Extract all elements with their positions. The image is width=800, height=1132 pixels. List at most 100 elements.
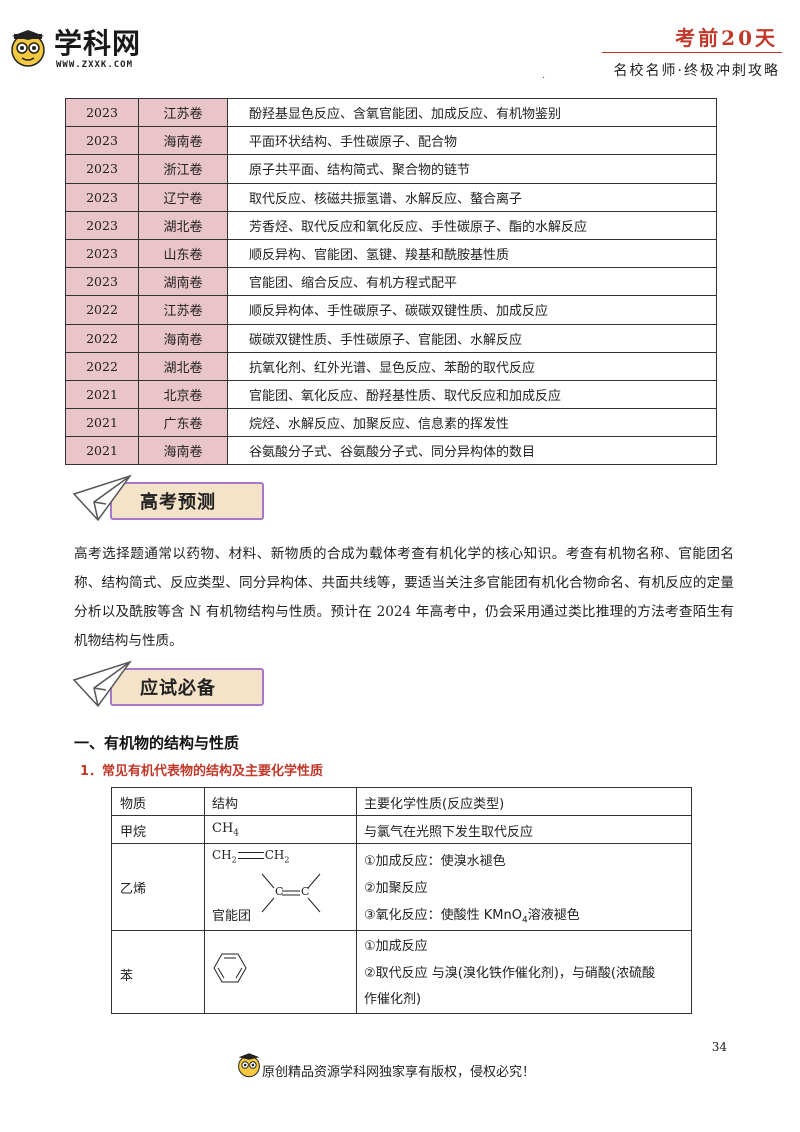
year-cell: 2023 xyxy=(65,182,139,212)
prediction-paragraph: 高考选择题通常以药物、材料、新物质的合成为载体考查有机化学的核心知识。考查有机物… xyxy=(74,546,734,649)
content-cell: 官能团、氧化反应、酚羟基性质、取代反应和加成反应 xyxy=(227,379,717,410)
content-cell: 烷烃、水解反应、加聚反应、信息素的挥发性 xyxy=(227,408,717,438)
logo-url: WWW.ZXXK.COM xyxy=(56,60,134,70)
ethene-property-3: ③氧化反应：使酸性 KMnO4溶液褪色 xyxy=(364,908,580,926)
col-divider xyxy=(356,788,357,1013)
copyright-footer: 原创精品资源学科网独家享有版权，侵权必究！ xyxy=(262,1065,536,1080)
benzene-property-1: ①加成反应 xyxy=(364,939,428,954)
ethene-property-1: ①加成反应：使溴水褪色 xyxy=(364,854,506,869)
double-bond-icon xyxy=(261,873,321,913)
year-cell: 2022 xyxy=(65,351,139,381)
province-cell: 海南卷 xyxy=(138,323,228,353)
year-cell: 2023 xyxy=(65,126,139,156)
content-cell: 芳香烃、取代反应和氧化反应、手性碳原子、酯的水解反应 xyxy=(227,210,717,240)
methane-property: 与氯气在光照下发生取代反应 xyxy=(364,825,534,840)
fg-carbon-2: C xyxy=(301,885,310,898)
province-cell: 江苏卷 xyxy=(138,97,228,128)
row-divider xyxy=(112,930,691,931)
content-cell: 酚羟基显色反应、含氧官能团、加成反应、有机物鉴别 xyxy=(227,97,717,128)
content-cell: 顺反异构、官能团、氢键、羧基和酰胺基性质 xyxy=(227,238,717,269)
year-cell: 2022 xyxy=(65,323,139,353)
content-cell: 谷氨酸分子式、谷氨酸分子式、同分异构体的数目 xyxy=(227,436,717,466)
province-cell: 海南卷 xyxy=(138,436,228,466)
header-dot: . xyxy=(542,70,546,81)
property-table: 物质 结构 主要化学性质(反应类型) 甲烷 CH4 与氯气在光照下发生取代反应 … xyxy=(111,787,692,1014)
province-cell: 江苏卷 xyxy=(138,295,228,325)
banner-box xyxy=(110,482,264,520)
heading-organic-structure: 一、有机物的结构与性质 xyxy=(74,734,240,752)
content-cell: 官能团、缩合反应、有机方程式配平 xyxy=(227,267,717,297)
year-cell: 2021 xyxy=(65,379,139,410)
paper-plane-icon xyxy=(72,474,132,522)
province-cell: 湖北卷 xyxy=(138,351,228,381)
content-cell: 平面环状结构、手性碳原子、配合物 xyxy=(227,126,717,156)
ethene-property-2: ②加聚反应 xyxy=(364,881,428,896)
year-cell: 2022 xyxy=(65,295,139,325)
year-cell: 2023 xyxy=(65,210,139,240)
row-divider xyxy=(112,815,691,816)
province-cell: 辽宁卷 xyxy=(138,182,228,212)
province-cell: 广东卷 xyxy=(138,408,228,438)
year-cell: 2021 xyxy=(65,436,139,466)
province-cell: 浙江卷 xyxy=(138,154,228,184)
benzene-ring-icon xyxy=(213,953,247,983)
benzene-property-2: ②取代反应 与溴(溴化铁作催化剂)，与硝酸(浓硫酸 xyxy=(364,966,656,981)
province-cell: 湖南卷 xyxy=(138,267,228,297)
year-cell: 2023 xyxy=(65,97,139,128)
year-cell: 2023 xyxy=(65,267,139,297)
content-cell: 取代反应、核磁共振氢谱、水解反应、螯合离子 xyxy=(227,182,717,212)
content-cell: 抗氧化剂、红外光谱、显色反应、苯酚的取代反应 xyxy=(227,351,717,381)
row-divider xyxy=(112,843,691,844)
fg-carbon-1: C xyxy=(275,885,284,898)
header-title: 考前20天 xyxy=(675,26,778,50)
methane-formula: CH4 xyxy=(212,821,240,839)
province-cell: 湖北卷 xyxy=(138,210,228,240)
year-cell: 2023 xyxy=(65,238,139,269)
section-title-predict: 高考预测 xyxy=(140,492,216,513)
header-divider xyxy=(602,52,782,53)
logo-text: 学科网 xyxy=(54,27,142,60)
mascot-footer-icon xyxy=(238,1053,260,1078)
banner-box xyxy=(110,668,264,706)
methane-name: 甲烷 xyxy=(120,825,147,840)
header-substance: 物质 xyxy=(120,797,147,812)
paper-plane-icon xyxy=(72,660,132,708)
header-structure: 结构 xyxy=(212,797,239,812)
section-title-prepare: 应试必备 xyxy=(140,678,216,699)
section-banner-predict: 高考预测 xyxy=(72,474,267,522)
content-cell: 原子共平面、结构简式、聚合物的链节 xyxy=(227,154,717,184)
heading-common-organics: 1．常见有机代表物的结构及主要化学性质 xyxy=(80,764,324,779)
content-cell: 碳碳双键性质、手性碳原子、官能团、水解反应 xyxy=(227,323,717,353)
province-cell: 北京卷 xyxy=(138,379,228,410)
functional-group-label: 官能团 xyxy=(212,909,252,924)
content-cell: 顺反异构体、手性碳原子、碳碳双键性质、加成反应 xyxy=(227,295,717,325)
col-divider xyxy=(204,788,205,1013)
page-number: 34 xyxy=(711,1040,727,1054)
year-cell: 2021 xyxy=(65,408,139,438)
province-cell: 海南卷 xyxy=(138,126,228,156)
province-cell: 山东卷 xyxy=(138,238,228,269)
year-cell: 2023 xyxy=(65,154,139,184)
header-subtitle: 名校名师·终极冲刺攻略 xyxy=(613,63,780,79)
benzene-name: 苯 xyxy=(120,969,134,984)
benzene-property-3: 作催化剂) xyxy=(364,992,422,1007)
mascot-logo-icon xyxy=(11,30,45,67)
header-properties: 主要化学性质(反应类型) xyxy=(364,797,505,812)
section-banner-prepare: 应试必备 xyxy=(72,660,267,708)
ethene-name: 乙烯 xyxy=(120,882,147,897)
